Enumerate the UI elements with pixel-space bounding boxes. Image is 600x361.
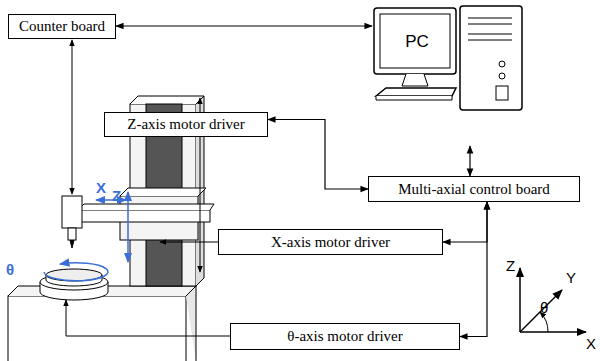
signal-connector: [460, 202, 487, 337]
coordinate-label: X: [586, 336, 596, 351]
signal-connector: [268, 120, 368, 190]
coordinate-label: θ: [540, 300, 548, 315]
coordinate-label: Z: [506, 258, 515, 273]
axis-label: X: [96, 180, 106, 195]
node-label: Multi-axial control board: [398, 182, 550, 197]
axis-label: Z: [112, 188, 121, 203]
motor-driver-box: X-axis motor driver: [218, 229, 443, 255]
signal-connector: [116, 25, 372, 26]
node-label: Counter board: [19, 19, 105, 34]
axis-label: θ: [6, 262, 14, 277]
motor-driver-box: θ-axis motor driver: [230, 323, 460, 350]
control-board-box: Multi-axial control board: [368, 176, 580, 202]
motor-driver-box: Z-axis motor driver: [104, 112, 268, 137]
node-label: PC: [405, 33, 429, 50]
signal-connector: [469, 146, 470, 176]
node-label: θ-axis motor driver: [287, 329, 403, 344]
coordinate-label: Y: [566, 270, 576, 285]
node-label: Z-axis motor driver: [127, 117, 244, 132]
computer-icon: [372, 4, 528, 146]
signal-connector: [443, 202, 487, 242]
node-label: X-axis motor driver: [271, 235, 390, 250]
pc-computer: PC: [372, 4, 528, 146]
counter-board-box: Counter board: [8, 14, 116, 39]
